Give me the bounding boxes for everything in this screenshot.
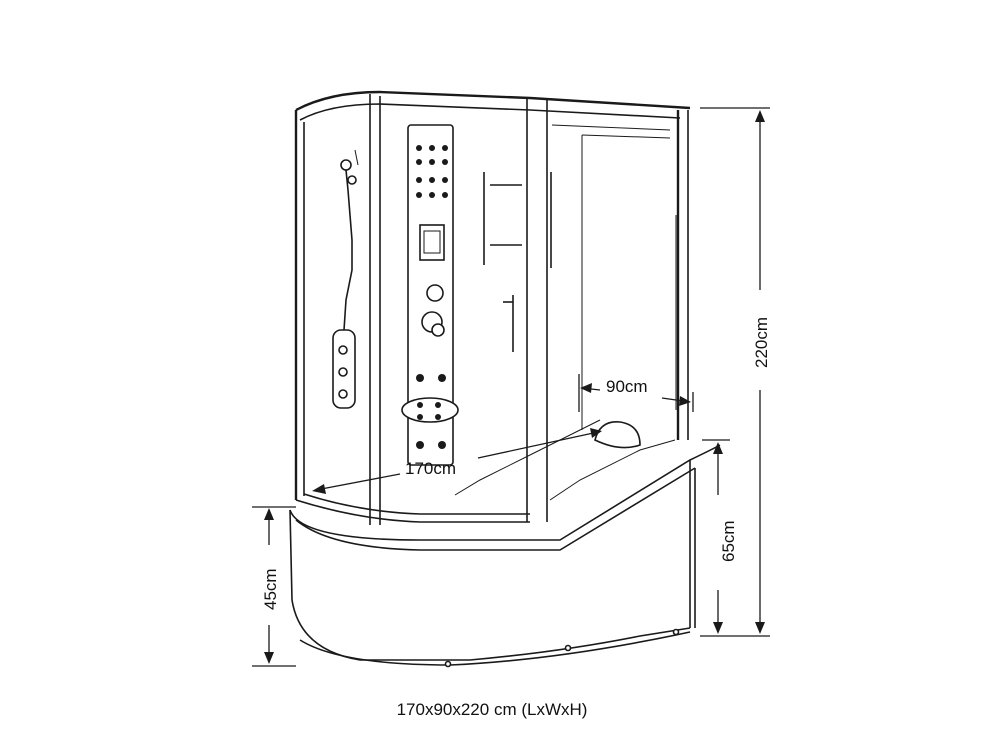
seat-height-dimension (252, 506, 296, 667)
headrest-pillow (594, 421, 641, 449)
handles (483, 172, 552, 352)
control-column (401, 124, 459, 466)
tray-height-label: 65cm (719, 520, 738, 562)
cabin-frame (294, 90, 691, 525)
width-dimension (578, 374, 694, 412)
width-label: 90cm (606, 377, 648, 396)
bathtub-base (289, 444, 721, 668)
tray-height-dimension (702, 439, 730, 634)
seat-height-label: 45cm (261, 568, 280, 610)
length-label: 170cm (405, 459, 456, 478)
height-dimension (700, 107, 770, 637)
height-label: 220cm (752, 317, 771, 368)
caption: 170x90x220 cm (LxWxH) (396, 700, 588, 719)
shower-hose (332, 149, 359, 409)
length-dimension (312, 428, 602, 494)
